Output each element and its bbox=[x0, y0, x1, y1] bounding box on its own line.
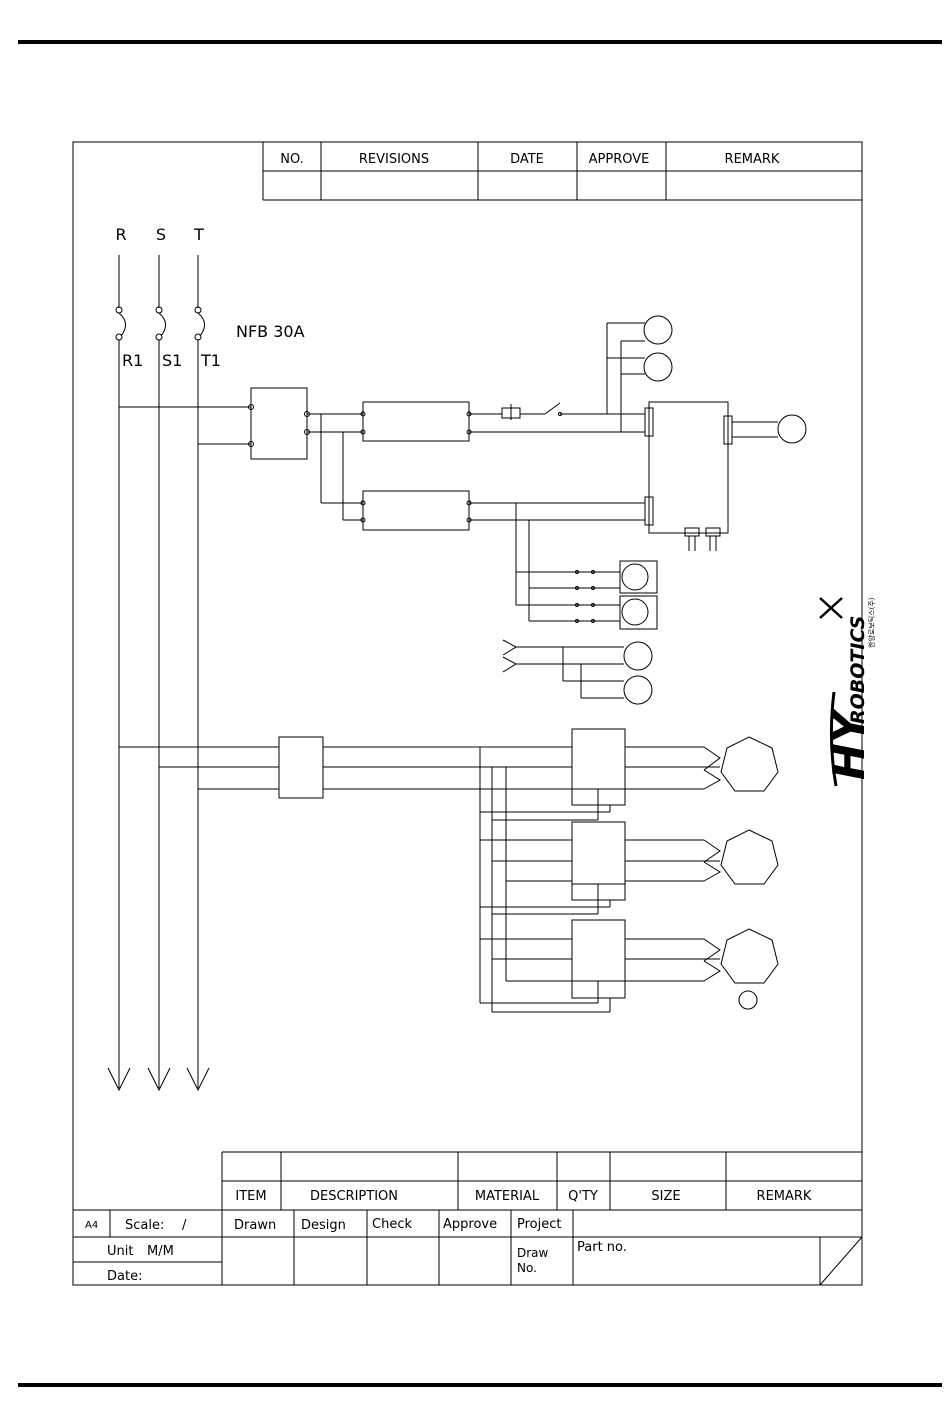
rev-header-approve: APPROVE bbox=[589, 152, 650, 167]
revision-table bbox=[263, 142, 862, 200]
logo-sub: ROBOTICS bbox=[847, 616, 869, 724]
paper-size: A4 bbox=[85, 1220, 98, 1231]
controller-unit bbox=[645, 402, 778, 551]
phase-label-r: R bbox=[115, 225, 126, 244]
approve-label: Approve bbox=[443, 1217, 497, 1232]
sensor-3 bbox=[624, 642, 652, 670]
bom-header-qty: Q'TY bbox=[568, 1189, 598, 1204]
rev-header-revisions: REVISIONS bbox=[359, 152, 429, 167]
hy-robotics-logo: HY ROBOTICS 한양로보틱스(주) bbox=[820, 597, 876, 786]
indicator-lamp-2 bbox=[620, 596, 657, 629]
part-no-label: Part no. bbox=[577, 1240, 627, 1255]
unit-value: M/M bbox=[147, 1244, 174, 1259]
breaker-label: NFB 30A bbox=[236, 322, 305, 341]
servo-motor-1 bbox=[721, 737, 778, 791]
module-upper-2 bbox=[361, 491, 471, 530]
lower-sensor-wiring bbox=[503, 640, 624, 698]
logo-korean: 한양로보틱스(주) bbox=[867, 597, 876, 648]
sensor-1 bbox=[644, 316, 672, 344]
draw-no-label-line2: No. bbox=[517, 1261, 537, 1275]
drawing-frame bbox=[73, 142, 862, 1285]
rev-header-no: NO. bbox=[280, 152, 304, 167]
servo-drive-3 bbox=[572, 920, 720, 1012]
rev-header-date: DATE bbox=[510, 152, 544, 167]
servo-motor-2 bbox=[721, 830, 778, 884]
scale-label: Scale: bbox=[125, 1218, 164, 1233]
draw-no-label-line1: Draw bbox=[517, 1246, 549, 1260]
module-upper-1 bbox=[361, 402, 471, 441]
bom-header-size: SIZE bbox=[651, 1189, 680, 1204]
wiring-module2-controller bbox=[469, 503, 645, 623]
encoder-icon bbox=[739, 991, 757, 1009]
servo-drive-1 bbox=[572, 729, 720, 820]
date-label: Date: bbox=[107, 1269, 142, 1284]
sensor-2 bbox=[644, 353, 672, 381]
servo-feed-wiring bbox=[119, 737, 610, 1012]
bom-header-description: DESCRIPTION bbox=[310, 1189, 398, 1204]
sensor-4 bbox=[624, 676, 652, 704]
scale-value: / bbox=[182, 1218, 187, 1233]
servo-drive-2 bbox=[572, 822, 720, 914]
phase-label-s: S bbox=[156, 225, 166, 244]
bom-header-material: MATERIAL bbox=[475, 1189, 540, 1204]
unit-label: Unit bbox=[107, 1244, 133, 1259]
phase-label-t: T bbox=[193, 225, 204, 244]
nfb-breaker bbox=[116, 307, 205, 340]
rev-header-remark: REMARK bbox=[725, 152, 780, 167]
noise-filter-box bbox=[279, 737, 323, 798]
drawn-label: Drawn bbox=[234, 1218, 276, 1233]
bom-header-remark: REMARK bbox=[757, 1189, 812, 1204]
indicator-lamp-1 bbox=[620, 561, 657, 593]
servo-motor-3 bbox=[721, 929, 778, 983]
breaker-output-s1: S1 bbox=[162, 351, 182, 370]
breaker-output-r1: R1 bbox=[122, 351, 143, 370]
bom-header-item: ITEM bbox=[235, 1189, 266, 1204]
main-bus-lines bbox=[108, 255, 209, 1090]
breaker-output-t1: T1 bbox=[200, 351, 221, 370]
design-label: Design bbox=[301, 1218, 346, 1233]
logo-x-mark bbox=[820, 598, 842, 618]
controller-output-motor bbox=[778, 415, 806, 443]
wiring-module1-controller bbox=[469, 323, 645, 432]
check-label: Check bbox=[372, 1217, 412, 1232]
power-supply-box bbox=[119, 388, 363, 520]
project-label: Project bbox=[517, 1217, 561, 1232]
